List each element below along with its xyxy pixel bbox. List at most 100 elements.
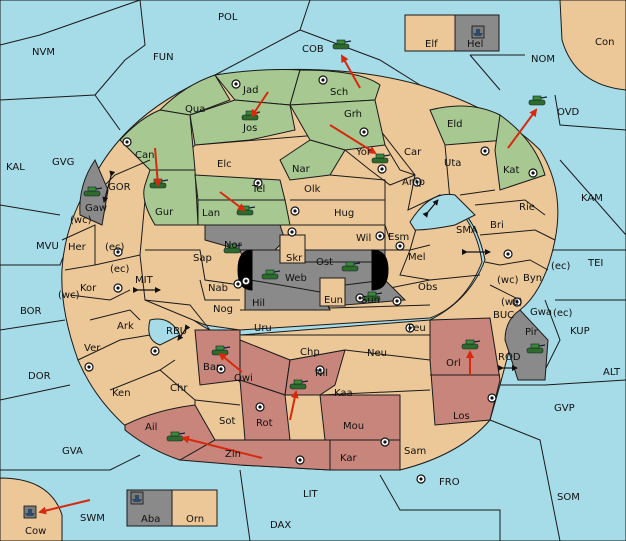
move-arrow-icon bbox=[250, 91, 269, 118]
label-jad: Jad bbox=[242, 85, 258, 96]
label-rbu: RBU bbox=[166, 326, 187, 337]
label-ovd: OVD bbox=[557, 107, 580, 118]
label-grh: Grh bbox=[344, 109, 362, 120]
tank-icon[interactable] bbox=[83, 186, 103, 197]
region-eun[interactable] bbox=[319, 277, 346, 307]
fleet-icon[interactable] bbox=[471, 25, 485, 39]
supply-center-icon bbox=[84, 362, 94, 372]
label-mel: Mel bbox=[408, 252, 426, 263]
label-nab: Nab bbox=[208, 283, 228, 294]
supply-center-icon bbox=[216, 364, 226, 374]
land-labels: Elf Hel Con Sch Jad Qua Jos Grh Eld Can … bbox=[25, 37, 614, 537]
move-arrow-icon bbox=[38, 499, 91, 515]
tank-icon[interactable] bbox=[332, 39, 352, 50]
tank-icon[interactable] bbox=[363, 291, 383, 302]
move-arrow-icon bbox=[153, 147, 162, 187]
tank-icon[interactable] bbox=[461, 339, 481, 350]
label-nar: Nar bbox=[292, 164, 311, 175]
coast-label: (ec) bbox=[551, 261, 571, 272]
tank-icon[interactable] bbox=[223, 243, 243, 254]
label-skr: Skr bbox=[286, 253, 303, 264]
supply-centers bbox=[84, 75, 538, 484]
region-can[interactable] bbox=[119, 109, 196, 171]
label-gvp: GVP bbox=[554, 403, 575, 414]
label-olk: Olk bbox=[304, 184, 321, 195]
label-bor: BOR bbox=[20, 306, 42, 317]
label-nom: NOM bbox=[531, 54, 555, 65]
label-hug: Hug bbox=[334, 208, 354, 219]
supply-center-icon bbox=[253, 178, 263, 188]
supply-center-icon bbox=[113, 247, 123, 257]
label-ost: Ost bbox=[316, 257, 333, 268]
label-fro: FRO bbox=[439, 477, 460, 488]
label-ken: Ken bbox=[112, 388, 131, 399]
tank-icon[interactable] bbox=[261, 269, 281, 280]
label-orl: Orl bbox=[446, 358, 461, 369]
label-hil: Hil bbox=[252, 298, 265, 309]
tank-icon[interactable] bbox=[528, 95, 548, 106]
label-her: Her bbox=[68, 242, 87, 253]
supply-center-icon bbox=[392, 296, 402, 306]
order-arrows bbox=[38, 54, 538, 515]
label-hel: Hel bbox=[467, 39, 483, 50]
label-neu: Neu bbox=[367, 348, 387, 359]
supply-center-icon bbox=[233, 279, 243, 289]
tank-icon[interactable] bbox=[371, 153, 391, 164]
supply-center-icon bbox=[255, 402, 265, 412]
coast-label: (wc) bbox=[58, 290, 80, 301]
fleet-icon[interactable] bbox=[130, 491, 144, 505]
label-obs: Obs bbox=[418, 282, 437, 293]
region-sch[interactable] bbox=[289, 69, 381, 106]
label-bri: Bri bbox=[490, 220, 504, 231]
tank-icon[interactable] bbox=[289, 379, 309, 390]
supply-center-icon bbox=[315, 365, 325, 375]
label-chp: Chp bbox=[300, 347, 320, 358]
region-mou[interactable] bbox=[319, 394, 401, 441]
supply-center-icon bbox=[290, 206, 300, 216]
supply-center-icon bbox=[380, 437, 390, 447]
label-gaw: Gaw bbox=[85, 203, 107, 214]
label-ver: Ver bbox=[84, 343, 101, 354]
label-gva: GVA bbox=[62, 446, 83, 457]
region-jos[interactable] bbox=[189, 99, 296, 146]
label-sun: Sun bbox=[361, 295, 380, 306]
label-rod: ROD bbox=[498, 352, 521, 363]
label-mit: MIT bbox=[135, 275, 154, 286]
label-uru: Uru bbox=[254, 323, 272, 334]
label-car: Car bbox=[404, 147, 422, 158]
region-elf[interactable] bbox=[404, 14, 456, 52]
tank-icon[interactable] bbox=[341, 261, 361, 272]
label-amp: Amp bbox=[402, 177, 425, 188]
region-qua[interactable] bbox=[158, 74, 231, 116]
label-yor: Yor bbox=[355, 147, 372, 158]
label-ark: Ark bbox=[117, 321, 134, 332]
label-los: Los bbox=[453, 411, 470, 422]
label-rot: Rot bbox=[256, 418, 273, 429]
fleet-icon[interactable] bbox=[23, 505, 37, 519]
coast-label: (ec) bbox=[553, 308, 573, 319]
label-pol: POL bbox=[218, 12, 238, 23]
region-orn[interactable] bbox=[171, 489, 218, 527]
label-dor: DOR bbox=[28, 371, 51, 382]
tank-icon[interactable] bbox=[526, 343, 546, 354]
supply-center-icon bbox=[377, 164, 387, 174]
region-nar[interactable] bbox=[279, 139, 346, 181]
label-nor: Nor bbox=[224, 240, 243, 251]
supply-center-icon bbox=[231, 79, 241, 89]
label-qua: Qua bbox=[185, 104, 205, 115]
region-kar[interactable] bbox=[329, 439, 401, 471]
label-can: Can bbox=[135, 150, 154, 161]
label-sot: Sot bbox=[219, 416, 235, 427]
label-sch: Sch bbox=[330, 87, 348, 98]
label-eld: Eld bbox=[447, 119, 462, 130]
supply-center-icon bbox=[487, 393, 497, 403]
label-swm: SWM bbox=[80, 513, 105, 524]
supply-center-icon bbox=[241, 276, 251, 286]
region-pir[interactable] bbox=[504, 309, 549, 381]
region-orl-los[interactable] bbox=[429, 317, 501, 426]
label-mvu: MVU bbox=[36, 241, 59, 252]
move-arrow-icon bbox=[329, 124, 377, 155]
label-gwa: Gwa bbox=[530, 307, 552, 318]
label-kal: KAL bbox=[6, 162, 25, 173]
